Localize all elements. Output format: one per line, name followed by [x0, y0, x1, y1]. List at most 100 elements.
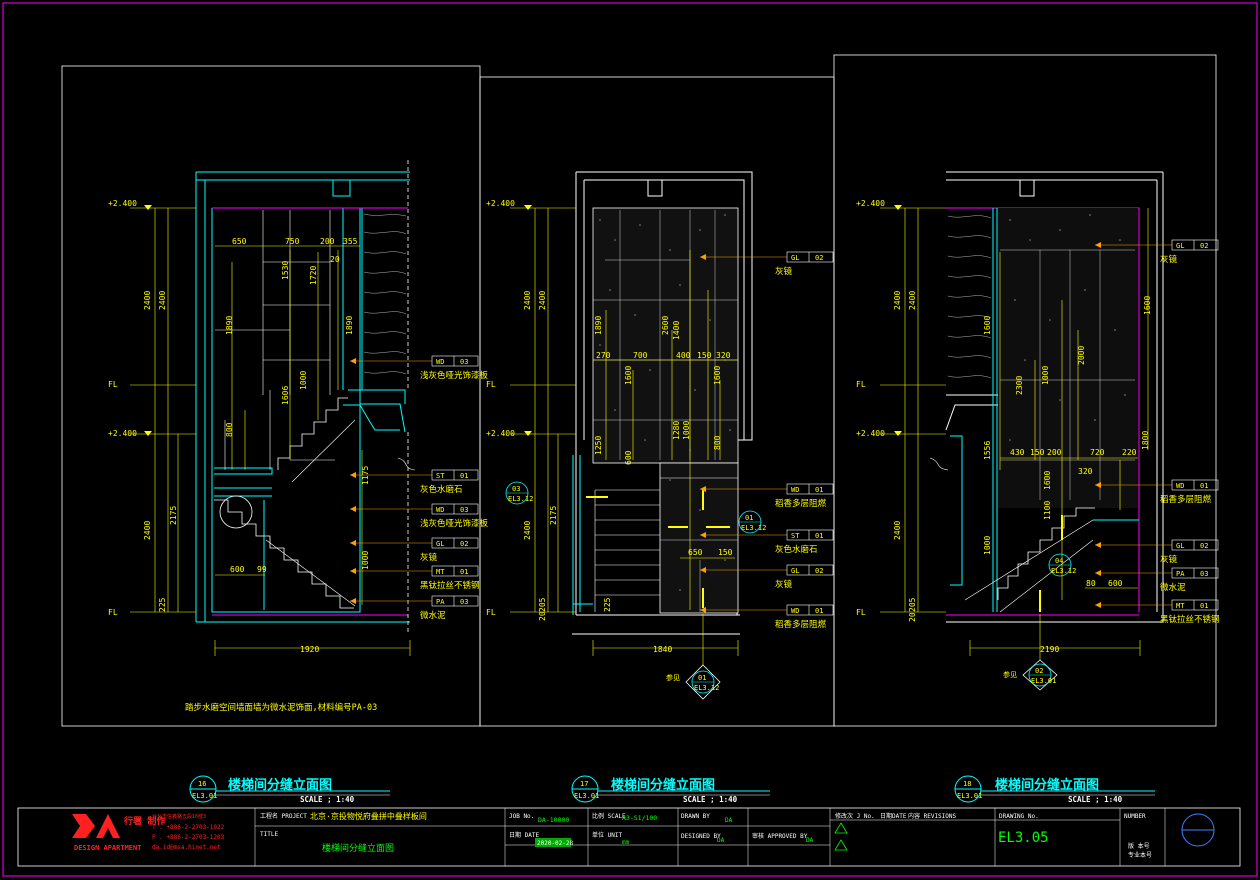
- unit-value: mm: [622, 839, 630, 846]
- designed-value: DA: [717, 837, 725, 844]
- section-marker-02: 02 EL3.01 参见: [1003, 614, 1058, 691]
- dim-upper-height: 2400: [893, 291, 902, 310]
- dim-2600: 2600: [661, 316, 670, 335]
- arrow-icon: [350, 472, 356, 478]
- dim-width: 1840: [653, 645, 672, 654]
- dim-600: 600: [624, 450, 633, 465]
- dim-width: 2190: [1040, 645, 1059, 654]
- dim-200: 200: [320, 237, 335, 246]
- level-mid: +2.400: [108, 429, 137, 438]
- see-label: 参见: [1003, 670, 1017, 679]
- designed-label: DESIGNED BY: [681, 833, 721, 840]
- svg-text:EL3.01: EL3.01: [574, 792, 599, 800]
- dim-upper-height: 2400: [143, 291, 152, 310]
- svg-text:03: 03: [512, 485, 520, 493]
- dim-upper-height-2: 2400: [538, 291, 547, 310]
- dim-2000: 2000: [1077, 346, 1086, 365]
- tag-number: 02: [1200, 542, 1208, 550]
- dim-20: 20: [908, 612, 917, 622]
- tag-label: 微水泥: [420, 610, 446, 621]
- dim-1600b: 1600: [713, 366, 722, 385]
- dim-20: 20: [538, 611, 547, 621]
- dim-1600r: 1600: [1143, 296, 1152, 315]
- elevation-16: +2.400 FL +2.400 FL 2400 2400 2400 2175 …: [108, 160, 416, 713]
- tag-number: 03: [460, 358, 468, 366]
- dim-320: 320: [1078, 467, 1093, 476]
- tag-code: ST: [436, 472, 445, 480]
- dim-1600: 1600: [983, 316, 992, 335]
- floor-level-bottom: FL: [486, 608, 496, 617]
- view-title-18: 18 EL3.01 楼梯间分缝立面图 SCALE ; 1:40: [954, 775, 1155, 804]
- revision-triangle-icon: [834, 839, 848, 851]
- dim-2300: 2300: [1015, 376, 1024, 395]
- signature-2: 专业本号: [1128, 851, 1152, 859]
- svg-text:EL3.12: EL3.12: [741, 524, 766, 532]
- dim-225: 225: [158, 597, 167, 612]
- arrow-icon: [350, 568, 356, 574]
- tag-number: 01: [815, 486, 823, 494]
- tag-number: 01: [460, 472, 468, 480]
- unit-label: 单位 UNIT: [592, 831, 622, 839]
- material-tag: WD 01 稻香多层阻燃: [700, 483, 834, 509]
- title-label: TITLE: [260, 831, 278, 838]
- arrow-icon: [700, 254, 706, 260]
- svg-text:18: 18: [963, 780, 971, 788]
- dim-1000b: 1000: [983, 536, 992, 555]
- scale-value: A3-S1/100: [622, 814, 657, 822]
- tag-number: 01: [460, 568, 468, 576]
- dim-355: 355: [343, 237, 358, 246]
- dim-2175: 2175: [169, 506, 178, 525]
- svg-text:16: 16: [198, 780, 206, 788]
- signature-1: 版 本号: [1128, 842, 1150, 850]
- svg-text:EL3.12: EL3.12: [1051, 567, 1076, 575]
- company-fax: F . +886-2-2703-1203: [152, 834, 225, 841]
- dim-150: 150: [697, 351, 712, 360]
- revision-no-label: 修改次 J No.: [835, 812, 875, 820]
- dim-1000: 1000: [1041, 366, 1050, 385]
- floor-level-bottom: FL: [856, 608, 866, 617]
- dim-270: 270: [596, 351, 611, 360]
- dim-80: 80: [1086, 579, 1096, 588]
- dim-1600b: 1600: [1043, 471, 1052, 490]
- tag-label: 灰镜: [775, 579, 793, 590]
- company-phone: T . +886-2-2703-1022: [152, 824, 225, 831]
- tag-code: WD: [791, 486, 799, 494]
- tag-label: 灰镜: [420, 552, 438, 563]
- svg-text:01: 01: [745, 514, 753, 522]
- view-title-17: 17 EL3.01 楼梯间分缝立面图 SCALE ; 1:40: [571, 775, 770, 804]
- dim-320: 320: [716, 351, 731, 360]
- dim-200: 200: [1047, 448, 1062, 457]
- dim-1600: 1600: [624, 366, 633, 385]
- da-logo: 行署 制作 DESIGN APARTMENT: [72, 814, 165, 852]
- dim-lower-height: 2400: [523, 521, 532, 540]
- svg-text:EL3.12: EL3.12: [694, 684, 719, 692]
- dim-upper-height-2: 2400: [158, 291, 167, 310]
- arrow-icon: [700, 532, 706, 538]
- tag-code: ST: [791, 532, 800, 540]
- floor-level-top: FL: [856, 380, 866, 389]
- tag-label: 稻香多层阻燃: [775, 498, 827, 509]
- tag-number: 03: [1200, 570, 1208, 578]
- drawing-number: EL3.05: [998, 830, 1049, 846]
- project-label: 工程名 PROJECT: [260, 812, 307, 820]
- svg-text:17: 17: [580, 780, 588, 788]
- dim-1606: 1606: [281, 386, 290, 405]
- dim-1250: 1250: [594, 436, 603, 455]
- tag-number: 02: [815, 254, 823, 262]
- view-title: 楼梯间分缝立面图: [611, 777, 715, 793]
- dim-430: 430: [1010, 448, 1025, 457]
- level-mid: +2.400: [486, 429, 515, 438]
- arrow-icon: [1095, 570, 1101, 576]
- section-marker-04: 04 EL3.12: [1048, 553, 1076, 577]
- dim-1280: 1280: [672, 421, 681, 440]
- dim-650: 650: [232, 237, 247, 246]
- dim-205: 205: [538, 597, 547, 612]
- dim-750: 750: [285, 237, 300, 246]
- dim-1000: 1000: [299, 371, 308, 390]
